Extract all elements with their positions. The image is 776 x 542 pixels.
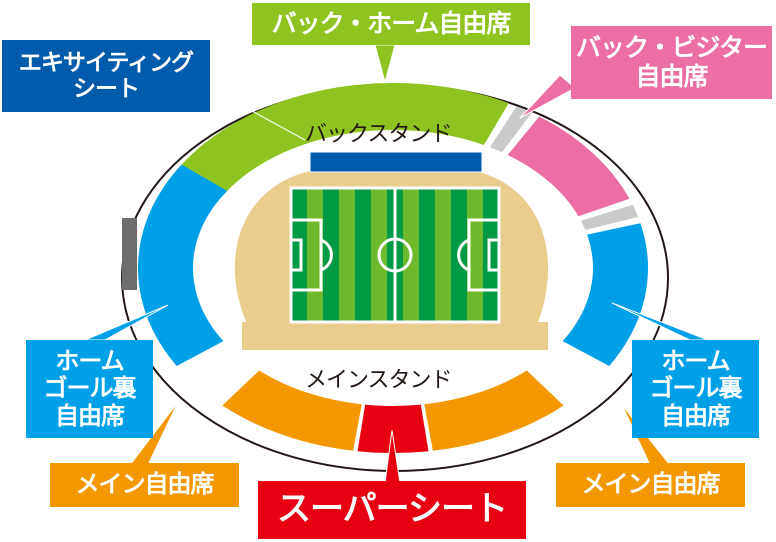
back-visitor-text-2: 自由席	[635, 61, 708, 91]
main-free-seat-right-label[interactable]: メイン自由席	[556, 463, 745, 507]
back-home-pointer	[374, 44, 396, 84]
main-free-right-section[interactable]	[424, 370, 564, 451]
home-goal-left-free-seat-label[interactable]: ホーム ゴール裏 自由席	[26, 340, 153, 438]
penalty-arc-left	[320, 238, 333, 272]
home-goal-right-text-1: ホーム	[661, 346, 730, 375]
goal-area-right	[487, 238, 501, 272]
main-stand-label: メインスタンド	[305, 368, 453, 393]
back-stand-label: バックスタンド	[305, 122, 452, 147]
back-visitor-text-1: バック・ビジター	[575, 32, 768, 62]
home-goal-right-text-2: ゴール裏	[649, 374, 743, 403]
back-home-free-seat-section[interactable]	[179, 82, 509, 193]
main-free-right-text: メイン自由席	[581, 470, 721, 499]
home-goal-right-text-3: 自由席	[661, 401, 731, 430]
penalty-arc-right	[457, 238, 470, 272]
home-goal-right-free-seat-label[interactable]: ホーム ゴール裏 自由席	[632, 340, 759, 438]
grass-stripe	[483, 188, 500, 322]
home-goal-left-text-1: ホーム	[55, 346, 124, 375]
aisle-block[interactable]	[580, 204, 639, 230]
soccer-pitch	[289, 186, 501, 324]
exciting-seat-text-1: エキサイティング	[18, 49, 194, 76]
grass-stripe	[339, 188, 356, 322]
grass-stripe	[291, 188, 308, 322]
back-visitor-free-seat-section[interactable]	[507, 116, 630, 217]
exciting-seat-text-2: シート	[73, 76, 140, 102]
back-visitor-free-seat-label[interactable]: バック・ビジター 自由席	[571, 26, 772, 99]
main-free-left-text: メイン自由席	[75, 470, 215, 499]
super-seat-label[interactable]: スーパーシート	[258, 481, 526, 539]
grass-stripe	[435, 188, 452, 322]
exciting-seat-label[interactable]: エキサイティング シート	[2, 40, 210, 112]
back-home-free-seat-label[interactable]: バック・ホーム自由席	[252, 3, 530, 45]
center-circle	[377, 237, 413, 273]
goal-area-left	[289, 238, 303, 272]
home-goal-left-text-3: 自由席	[55, 401, 125, 430]
main-free-left-section[interactable]	[222, 370, 362, 451]
home-goal-right-section[interactable]	[562, 223, 649, 367]
grass-stripe	[419, 188, 436, 322]
back-visitor-pointer	[519, 74, 576, 119]
back-home-free-seat-text: バック・ホーム自由席	[271, 8, 512, 38]
main-free-seat-left-label[interactable]: メイン自由席	[50, 463, 239, 507]
scoreboard-block	[122, 218, 137, 290]
home-goal-left-text-2: ゴール裏	[43, 374, 137, 403]
main-stand-track-base	[242, 322, 548, 350]
super-seat-text: スーパーシート	[277, 489, 508, 530]
super-seat-section[interactable]	[357, 404, 429, 453]
home-goal-left-section[interactable]	[138, 164, 228, 367]
exciting-seat-block	[309, 151, 483, 173]
grass-stripe	[355, 188, 372, 322]
